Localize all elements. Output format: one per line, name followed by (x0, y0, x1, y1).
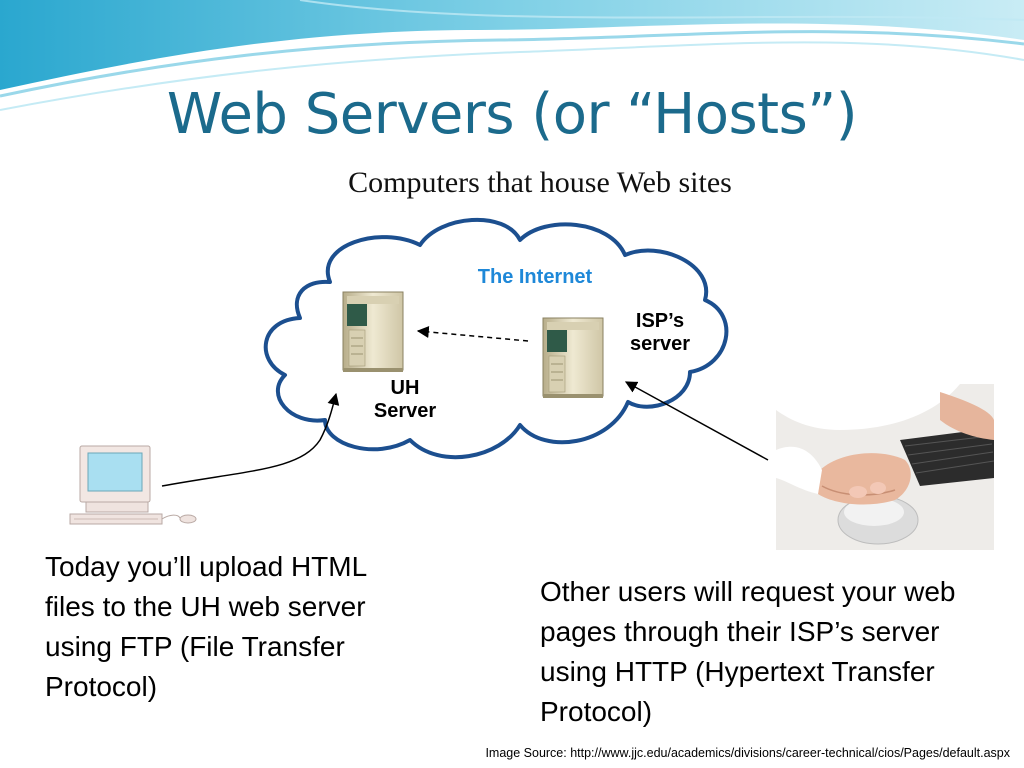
slide-subtitle: Computers that house Web sites (348, 166, 732, 199)
ftp-upload-arrow (161, 392, 340, 487)
uh-server-icon (342, 291, 404, 372)
user-at-keyboard-photo (776, 384, 995, 550)
ftp-upload-note: Today you’ll upload HTML files to the UH… (45, 551, 367, 702)
header-wave-decoration (0, 0, 1024, 111)
internet-cloud-label: The Internet (477, 266, 593, 288)
http-request-arrow (624, 381, 769, 461)
isp-server-icon (542, 317, 604, 398)
isp-server-label: ISP’s server (629, 310, 691, 355)
isp-to-uh-arrow (416, 326, 529, 342)
image-source-credit: Image Source: http://www.jjc.edu/academi… (485, 746, 1010, 760)
slide-title: Web Servers (or “Hosts”) (166, 82, 858, 147)
desktop-computer-icon (69, 445, 197, 525)
http-request-note: Other users will request your web pages … (540, 576, 956, 727)
uh-server-label: UH Server (373, 377, 437, 422)
